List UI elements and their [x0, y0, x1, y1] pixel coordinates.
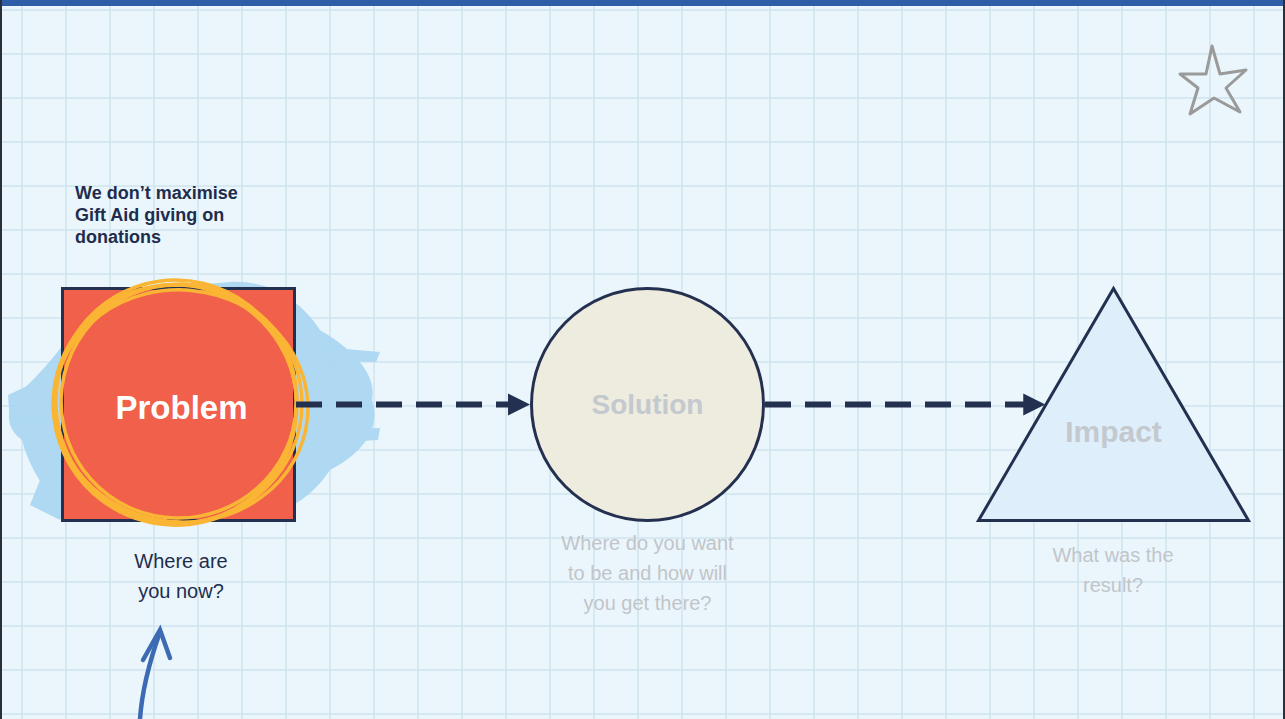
highlight-scribble — [54, 285, 302, 523]
grid-line — [857, 0, 859, 719]
highlight-scribble — [43, 277, 320, 534]
grid-line — [989, 0, 991, 719]
grid-line — [0, 273, 1285, 275]
grid-line — [813, 0, 815, 719]
highlight-scribble — [26, 258, 324, 553]
solution-circle: SolutionWhere do you want to be and how … — [530, 287, 765, 522]
grid-line — [417, 0, 419, 719]
node-question: Where do you want to be and how will you… — [555, 528, 740, 618]
paint-splash — [8, 282, 380, 521]
star-doodle — [1180, 46, 1246, 114]
highlight-scribble — [26, 251, 330, 553]
grid-line — [0, 713, 1285, 715]
flow-arrow — [296, 394, 530, 416]
node-title: Solution — [530, 387, 765, 423]
grid-line — [0, 9, 1285, 11]
triangle-outline — [979, 289, 1249, 521]
frame-edge — [1283, 0, 1285, 719]
grid-line — [0, 141, 1285, 143]
highlight-scribble — [40, 264, 312, 539]
top-bar — [0, 0, 1285, 6]
grid-line — [1165, 0, 1167, 719]
connector-line — [296, 402, 510, 408]
node-question: Where are you now? — [121, 546, 241, 606]
grid-line — [1209, 0, 1211, 719]
triangle-outline — [977, 287, 1250, 522]
grid-line — [901, 0, 903, 719]
frame-edge — [0, 0, 2, 719]
grid-line — [945, 0, 947, 719]
grid-line — [0, 625, 1285, 627]
arrow-head — [508, 394, 530, 416]
grid-line — [505, 0, 507, 719]
grid-line — [0, 97, 1285, 99]
grid-line — [1033, 0, 1035, 719]
grid-line — [461, 0, 463, 719]
grid-line — [769, 0, 771, 719]
node-question: What was the result? — [1038, 540, 1188, 600]
pointer-arrow — [140, 630, 170, 719]
impact-triangle: ImpactWhat was the result? — [977, 287, 1250, 522]
connector-line — [765, 402, 1025, 408]
grid-line — [0, 53, 1285, 55]
highlight-scribble — [28, 251, 330, 552]
node-title: Impact — [977, 413, 1250, 451]
node-title: Problem — [64, 388, 299, 428]
pointer-arrow — [143, 630, 170, 660]
problem-box: We don’t maximise Gift Aid giving on don… — [61, 287, 296, 522]
grid-line — [1253, 0, 1255, 719]
grid-line — [0, 669, 1285, 671]
pointer-arrow — [140, 632, 160, 719]
grid-line — [21, 0, 23, 719]
problem-statement: We don’t maximise Gift Aid giving on don… — [75, 182, 250, 248]
paint-splash — [9, 282, 375, 521]
arrow-head — [1023, 394, 1045, 416]
grid-line — [0, 229, 1285, 231]
flow-arrow — [765, 394, 1045, 416]
